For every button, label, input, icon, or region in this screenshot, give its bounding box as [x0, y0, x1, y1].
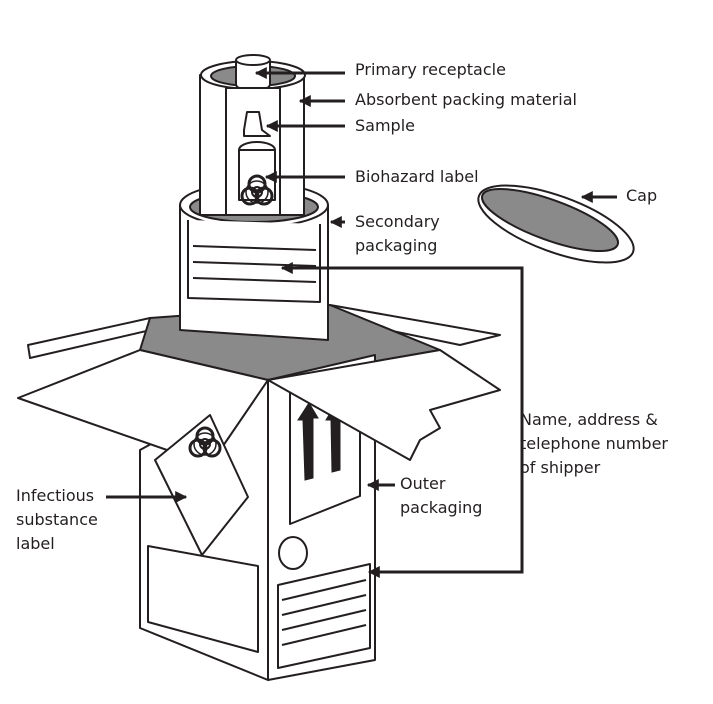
label-biohazard: Biohazard label — [355, 167, 479, 186]
infectious-substance-label — [154, 414, 249, 556]
label-shipper-line: of shipper — [520, 458, 601, 477]
label-secondary-line: Secondary — [355, 212, 440, 231]
label-absorbent-packing: Absorbent packing material — [355, 90, 577, 109]
left-face-panel — [147, 545, 259, 653]
pointer-lines — [106, 67, 617, 578]
cap — [477, 184, 635, 264]
shipper-label-box — [277, 563, 371, 669]
label-outer-line: packaging — [400, 498, 483, 517]
label-infectious-line: substance — [16, 510, 98, 529]
label-shipper: Name, address & telephone number of ship… — [520, 408, 668, 480]
label-shipper-line: Name, address & — [520, 410, 658, 429]
label-cap: Cap — [626, 186, 658, 205]
label-secondary-packaging: Secondary packaging — [355, 210, 440, 258]
label-sample: Sample — [355, 116, 415, 135]
label-secondary-line: packaging — [355, 236, 438, 255]
label-primary-receptacle: Primary receptacle — [355, 60, 506, 79]
label-infectious-line: label — [16, 534, 55, 553]
round-label — [278, 536, 308, 570]
outer-box-front-right-flap — [267, 349, 501, 461]
label-outer-packaging: Outer packaging — [400, 472, 482, 520]
label-infectious-line: Infectious — [16, 486, 95, 505]
label-outer-line: Outer — [400, 474, 446, 493]
label-shipper-line: telephone number — [520, 434, 669, 453]
label-infectious-substance: Infectious substance label — [16, 484, 98, 556]
